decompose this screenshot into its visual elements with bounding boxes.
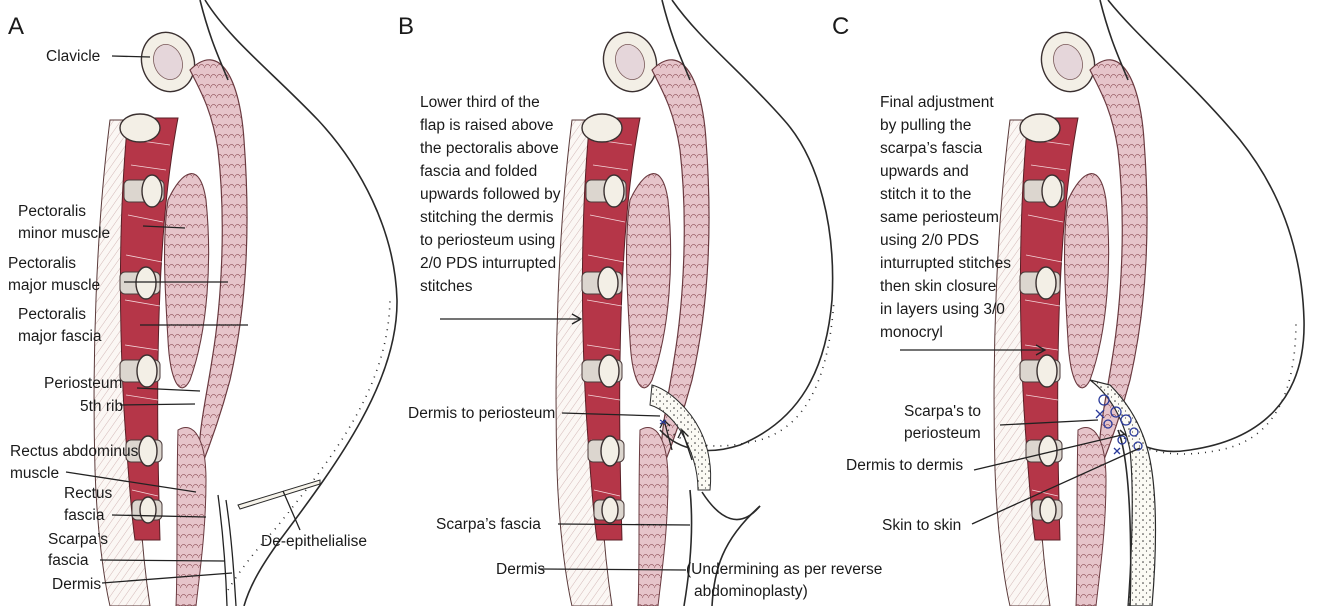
label-scarpa-periosteum-2: periosteum xyxy=(904,425,981,442)
c-note-line-4: upwards and xyxy=(880,163,969,180)
label-scarpa-periosteum-1: Scarpa's to xyxy=(904,403,981,420)
label-periosteum-2: 5th rib xyxy=(80,398,123,415)
b-note-line-8: 2/0 PDS inturrupted xyxy=(420,255,556,272)
label-undermining-1: (Undermining as per reverse xyxy=(686,561,882,578)
b-note-line-6: stitching the dermis xyxy=(420,209,554,226)
panel-label-b: B xyxy=(398,13,414,40)
c-note-line-9: then skin closure xyxy=(880,278,996,295)
c-note-line-5: stitch it to the xyxy=(880,186,971,203)
label-dermis-to-periosteum: Dermis to periosteum xyxy=(408,405,555,422)
label-deepithelialise: De-epithelialise xyxy=(261,533,367,550)
label-pec-major-1: Pectoralis xyxy=(8,255,76,272)
label-pec-fascia-1: Pectoralis xyxy=(18,306,86,323)
label-rectus-fascia-1: Rectus xyxy=(64,485,112,502)
b-note-line-1: Lower third of the xyxy=(420,94,540,111)
c-note-line-6: same periosteum xyxy=(880,209,999,226)
label-undermining-2: abdominoplasty) xyxy=(694,583,808,600)
c-note-line-10: in layers using 3/0 xyxy=(880,301,1005,318)
label-dermis-to-dermis: Dermis to dermis xyxy=(846,457,963,474)
c-note-line-7: using 2/0 PDS xyxy=(880,232,979,249)
label-dermis-b: Dermis xyxy=(496,561,545,578)
b-note-line-3: the pectoralis above xyxy=(420,140,559,157)
b-note-line-2: flap is raised above xyxy=(420,117,554,134)
label-pec-minor-1: Pectoralis xyxy=(18,203,86,220)
panel-label-c: C xyxy=(832,13,849,40)
b-note-line-9: stitches xyxy=(420,278,473,295)
label-rectus-fascia-2: fascia xyxy=(64,507,105,524)
c-note-line-8: inturrupted stitches xyxy=(880,255,1011,272)
panel-c-drawing xyxy=(994,0,1304,606)
label-pec-fascia-2: major fascia xyxy=(18,328,102,345)
label-rectus-muscle-1: Rectus abdominus xyxy=(10,443,139,460)
label-scarpa-b: Scarpa’s fascia xyxy=(436,516,541,533)
label-clavicle: Clavicle xyxy=(46,48,100,65)
b-note-line-5: upwards followed by xyxy=(420,186,561,203)
label-scarpa-2: fascia xyxy=(48,552,89,569)
c-note-line-3: scarpa’s fascia xyxy=(880,140,983,157)
label-periosteum-1: Periosteum xyxy=(44,375,122,392)
label-scarpa-1: Scarpa’s xyxy=(48,531,108,548)
panel-b-drawing xyxy=(556,0,834,606)
label-skin-to-skin: Skin to skin xyxy=(882,517,961,534)
panel-label-a: A xyxy=(8,13,24,40)
label-pec-major-2: major muscle xyxy=(8,277,100,294)
c-note-line-2: by pulling the xyxy=(880,117,971,134)
label-dermis-a: Dermis xyxy=(52,576,101,593)
c-note-line-1: Final adjustment xyxy=(880,94,994,111)
b-note-line-4: fascia and folded xyxy=(420,163,537,180)
label-pec-minor-2: minor muscle xyxy=(18,225,110,242)
label-rectus-muscle-2: muscle xyxy=(10,465,59,482)
c-note-line-11: monocryl xyxy=(880,324,943,341)
b-note-line-7: to periosteum using xyxy=(420,232,555,249)
